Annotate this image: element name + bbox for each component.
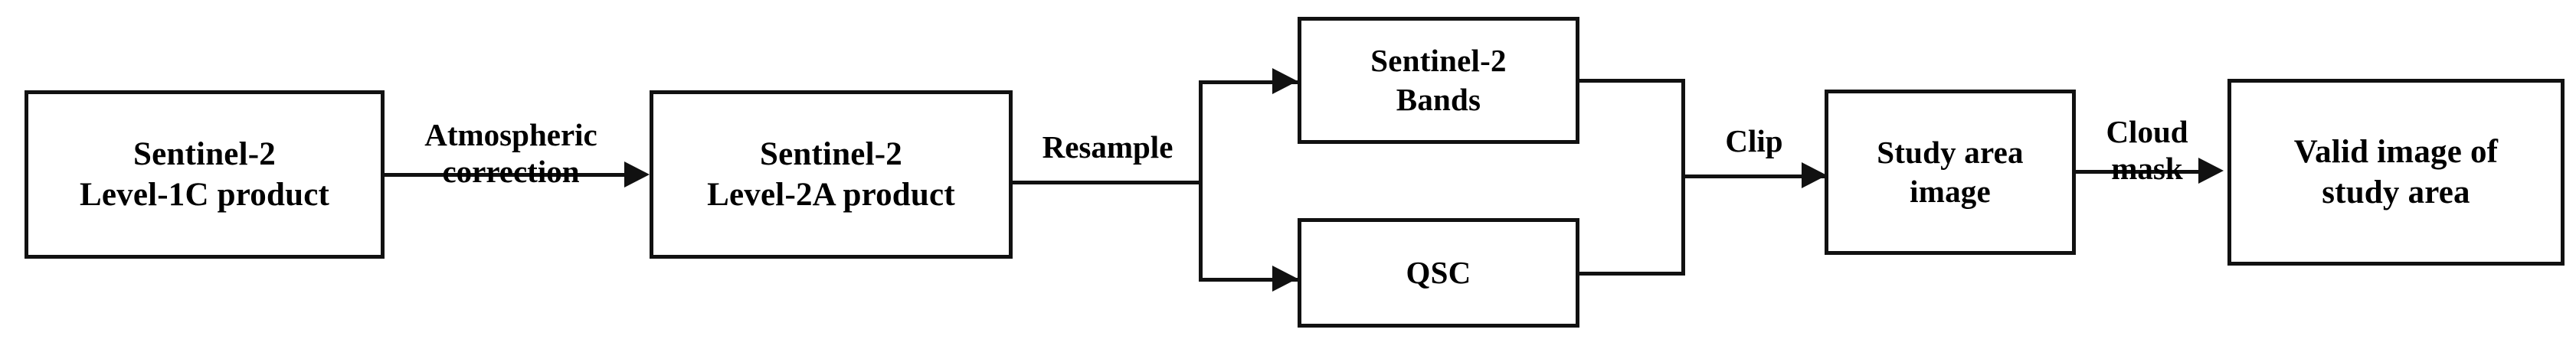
node-line-2: study area <box>2322 174 2470 210</box>
edge-label-clip: Clip <box>1688 122 1820 159</box>
node-line-1: Sentinel-2 <box>133 135 276 172</box>
node-line-2: Level-2A product <box>707 177 955 213</box>
edge-label-line-1: Atmospheric <box>424 117 597 152</box>
edge-label-resample: Resample <box>1019 129 1196 165</box>
edge-label-line-1: Clip <box>1725 123 1783 158</box>
node-sentinel2-bands[interactable]: Sentinel-2 Bands <box>1298 17 1579 144</box>
node-qsc[interactable]: QSC <box>1298 218 1579 328</box>
edge-line-cloud-mask <box>2076 170 2200 174</box>
node-line-1: Study area <box>1877 135 2024 171</box>
node-line-2: Level-1C product <box>79 177 330 213</box>
node-line-2: Bands <box>1396 82 1481 117</box>
edge-line-qsc-to-merge <box>1579 272 1685 276</box>
edge-line-resample-to-bands <box>1199 80 1298 84</box>
node-sentinel2-level-1c-product[interactable]: Sentinel-2 Level-1C product <box>25 90 385 259</box>
edge-line-atmospheric-correction <box>385 173 627 177</box>
arrowhead-icon-resample-to-qsc <box>1272 266 1298 292</box>
edge-line-resample-to-qsc <box>1199 278 1298 282</box>
edge-label-line-2: mask <box>2111 151 2183 187</box>
node-line-1: Sentinel-2 <box>1370 43 1507 79</box>
edge-splitter-resample <box>1199 80 1203 282</box>
node-valid-image-of-study-area[interactable]: Valid image of study area <box>2227 79 2565 266</box>
node-study-area-image[interactable]: Study area image <box>1825 90 2076 255</box>
node-line-1: QSC <box>1406 255 1471 291</box>
arrowhead-icon-atmospheric-correction <box>624 161 650 188</box>
arrowhead-icon-clip <box>1802 162 1827 188</box>
node-sentinel2-level-2a-product[interactable]: Sentinel-2 Level-2A product <box>650 90 1013 259</box>
edge-label-line-1: Cloud <box>2106 114 2188 149</box>
edge-label-line-2: correction <box>442 154 580 190</box>
node-line-2: image <box>1910 174 1991 209</box>
edge-label-atmospheric-correction: Atmospheric correction <box>392 116 630 191</box>
edge-line-clip-trunk <box>1681 174 1828 178</box>
edge-line-bands-to-merge <box>1579 79 1685 83</box>
node-line-1: Valid image of <box>2293 133 2499 170</box>
arrowhead-icon-cloud-mask <box>2198 158 2224 184</box>
edge-line-resample-trunk <box>1013 181 1203 184</box>
node-line-1: Sentinel-2 <box>760 135 902 172</box>
arrowhead-icon-resample-to-bands <box>1272 68 1298 94</box>
edge-label-cloud-mask: Cloud mask <box>2077 113 2217 188</box>
edge-label-line-1: Resample <box>1042 129 1173 165</box>
